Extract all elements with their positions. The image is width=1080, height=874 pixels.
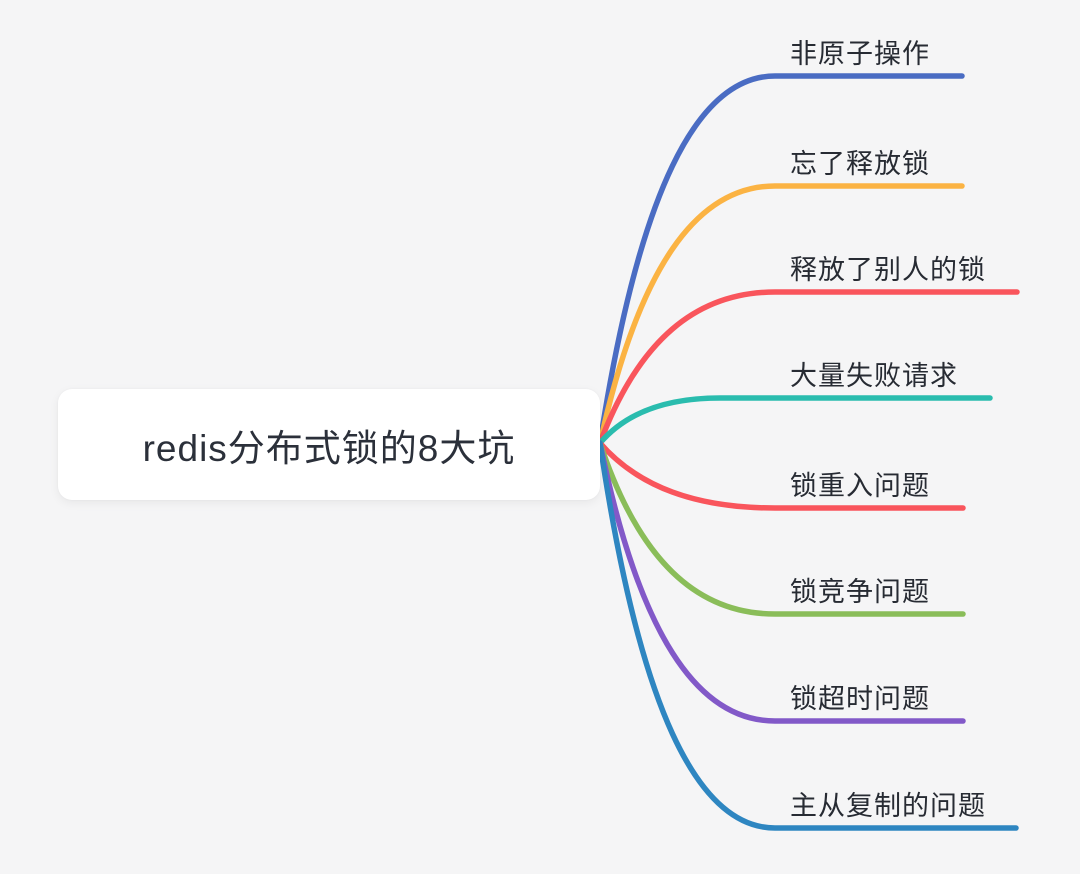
branch-curve <box>597 440 966 724</box>
branch-node[interactable]: 锁重入问题 <box>790 464 930 503</box>
branch-node[interactable]: 忘了释放锁 <box>790 142 930 181</box>
branch-node[interactable]: 主从复制的问题 <box>790 784 986 823</box>
branch-node-label: 锁竞争问题 <box>790 577 930 607</box>
branch-node[interactable]: 锁竞争问题 <box>790 570 930 609</box>
branch-curve <box>597 440 1019 831</box>
branch-node[interactable]: 非原子操作 <box>790 32 930 71</box>
branch-node-label: 忘了释放锁 <box>790 149 930 179</box>
branch-node-label: 大量失败请求 <box>790 361 958 391</box>
branch-node[interactable]: 大量失败请求 <box>790 354 958 393</box>
branch-curve <box>597 73 965 446</box>
branch-curve <box>597 440 966 511</box>
root-node[interactable]: redis分布式锁的8大坑 <box>58 389 600 500</box>
branch-curve <box>597 289 1020 446</box>
branch-node-label: 主从复制的问题 <box>790 791 986 821</box>
branch-node-label: 非原子操作 <box>790 39 930 69</box>
branch-node[interactable]: 锁超时问题 <box>790 677 930 716</box>
branch-curve <box>597 183 965 446</box>
branch-curve <box>597 395 993 446</box>
root-node-label: redis分布式锁的8大坑 <box>142 427 516 469</box>
branch-node-label: 锁超时问题 <box>790 684 930 714</box>
branch-node-label: 锁重入问题 <box>790 471 930 501</box>
branch-node-label: 释放了别人的锁 <box>790 255 986 285</box>
branch-node[interactable]: 释放了别人的锁 <box>790 248 986 287</box>
branch-curve <box>597 440 966 617</box>
